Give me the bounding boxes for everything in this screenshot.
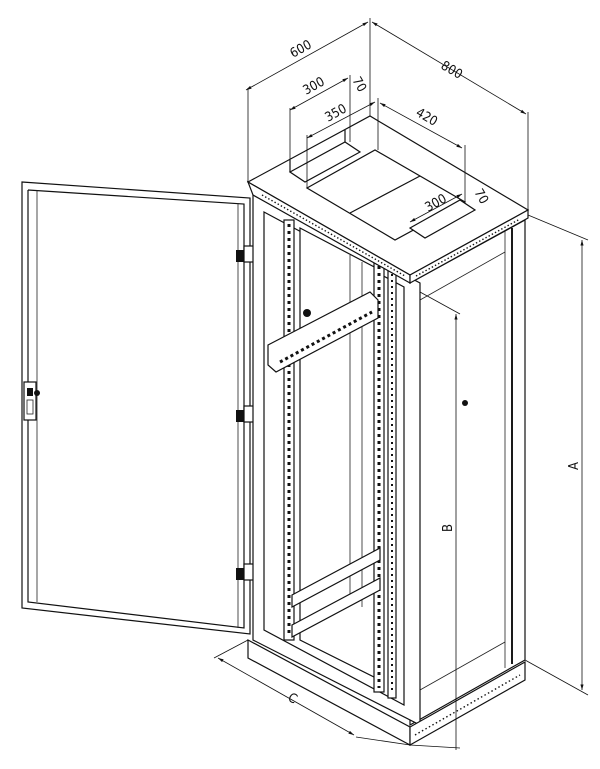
dim-300-left: 300 — [301, 75, 328, 99]
dim-70-right: 70 — [471, 187, 491, 207]
dim-800: 800 — [438, 58, 465, 82]
open-door — [21, 181, 255, 635]
dim-C: C — [285, 690, 299, 707]
dim-420: 420 — [413, 105, 440, 129]
door-handle-icon — [23, 381, 40, 421]
dim-B: B — [441, 524, 456, 532]
cross-bar — [267, 291, 379, 373]
dimension-lines — [213, 18, 589, 750]
dim-70-left: 70 — [349, 75, 369, 95]
dim-A: A — [567, 462, 582, 470]
dim-600: 600 — [288, 38, 315, 62]
dim-350: 350 — [323, 102, 350, 126]
lock-hole-icon — [462, 400, 468, 406]
